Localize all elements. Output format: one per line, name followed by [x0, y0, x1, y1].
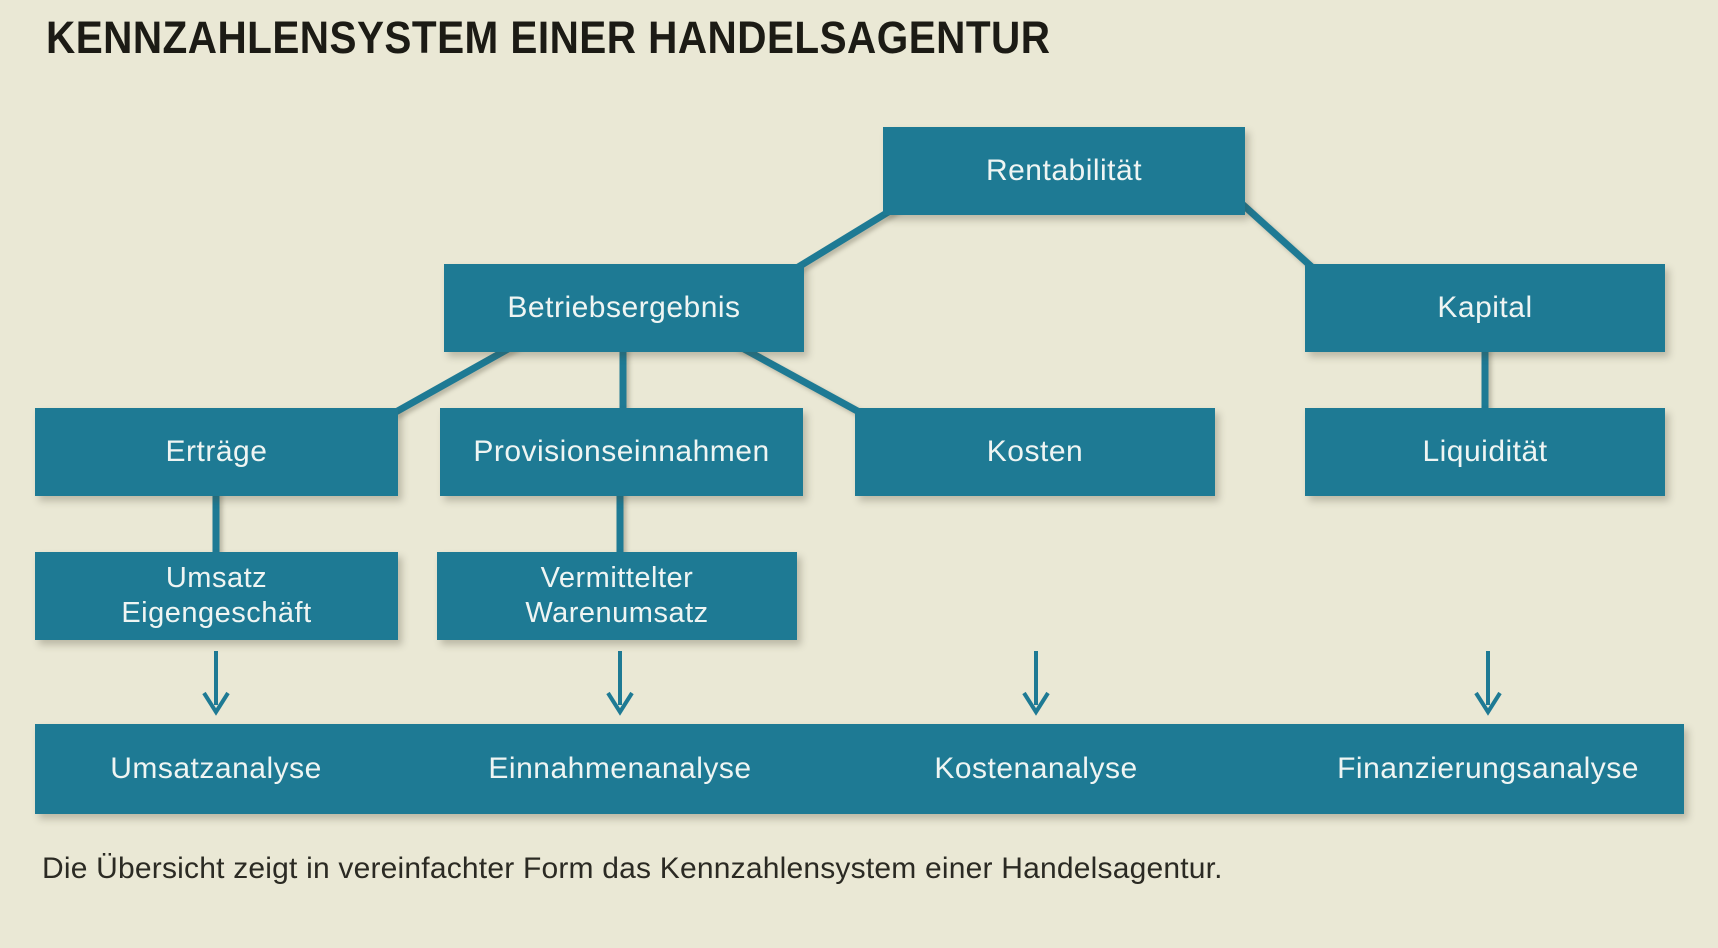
bar-label-umsatzanalyse: Umsatzanalyse [110, 752, 322, 785]
node-ertraege: Erträge [35, 408, 398, 496]
node-betriebsergebnis-label: Betriebsergebnis [507, 291, 741, 324]
bar-label-finanzierungsanalyse: Finanzierungsanalyse [1337, 752, 1639, 785]
node-umsatz-eigengeschaeft-label: Umsatz Eigengeschäft [121, 561, 311, 632]
page-title: KENNZAHLENSYSTEM EINER HANDELSAGENTUR [46, 12, 1051, 63]
connector-rentabilitaet-kapital [1238, 200, 1317, 272]
analysis-bar: Umsatzanalyse Einnahmenanalyse Kostenana… [35, 724, 1684, 814]
node-kosten-label: Kosten [986, 435, 1084, 468]
node-provisionseinnahmen: Provisionseinnahmen [440, 408, 803, 496]
node-kapital-label: Kapital [1437, 291, 1533, 324]
node-liquiditaet-label: Liquidität [1422, 435, 1548, 468]
arrow-kostenanalyse-head [1022, 691, 1050, 716]
node-rentabilitaet-label: Rentabilität [985, 154, 1143, 187]
down-arrows [202, 651, 1502, 716]
arrow-umsatzanalyse-head [202, 691, 230, 716]
caption: Die Übersicht zeigt in vereinfachter For… [42, 852, 1223, 885]
node-vermittelter-warenumsatz: Vermittelter Warenumsatz [437, 552, 797, 640]
node-umsatz-eigengeschaeft: Umsatz Eigengeschäft [35, 552, 398, 640]
warenumsatz-line2: Warenumsatz [525, 597, 709, 629]
warenumsatz-line1: Vermittelter [540, 561, 694, 594]
node-provisionseinnahmen-label: Provisionseinnahmen [473, 435, 770, 468]
umsatz-line2: Eigengeschäft [121, 597, 312, 629]
node-ertraege-label: Erträge [165, 435, 268, 468]
connector-betriebsergebnis-kosten [733, 340, 863, 417]
arrow-einnahmenanalyse-head [606, 691, 634, 716]
node-kosten: Kosten [855, 408, 1215, 496]
arrow-finanzierungsanalyse-head [1474, 691, 1502, 716]
bar-label-einnahmenanalyse: Einnahmenanalyse [488, 752, 752, 785]
node-liquiditaet: Liquidität [1305, 408, 1665, 496]
node-vermittelter-warenumsatz-label: Vermittelter Warenumsatz [525, 561, 708, 632]
bar-label-kostenanalyse: Kostenanalyse [934, 752, 1138, 785]
node-kapital: Kapital [1305, 264, 1665, 352]
node-betriebsergebnis: Betriebsergebnis [444, 264, 804, 352]
node-rentabilitaet: Rentabilität [883, 127, 1245, 215]
umsatz-line1: Umsatz [165, 561, 268, 594]
connector-betriebsergebnis-ertraege [392, 340, 519, 417]
